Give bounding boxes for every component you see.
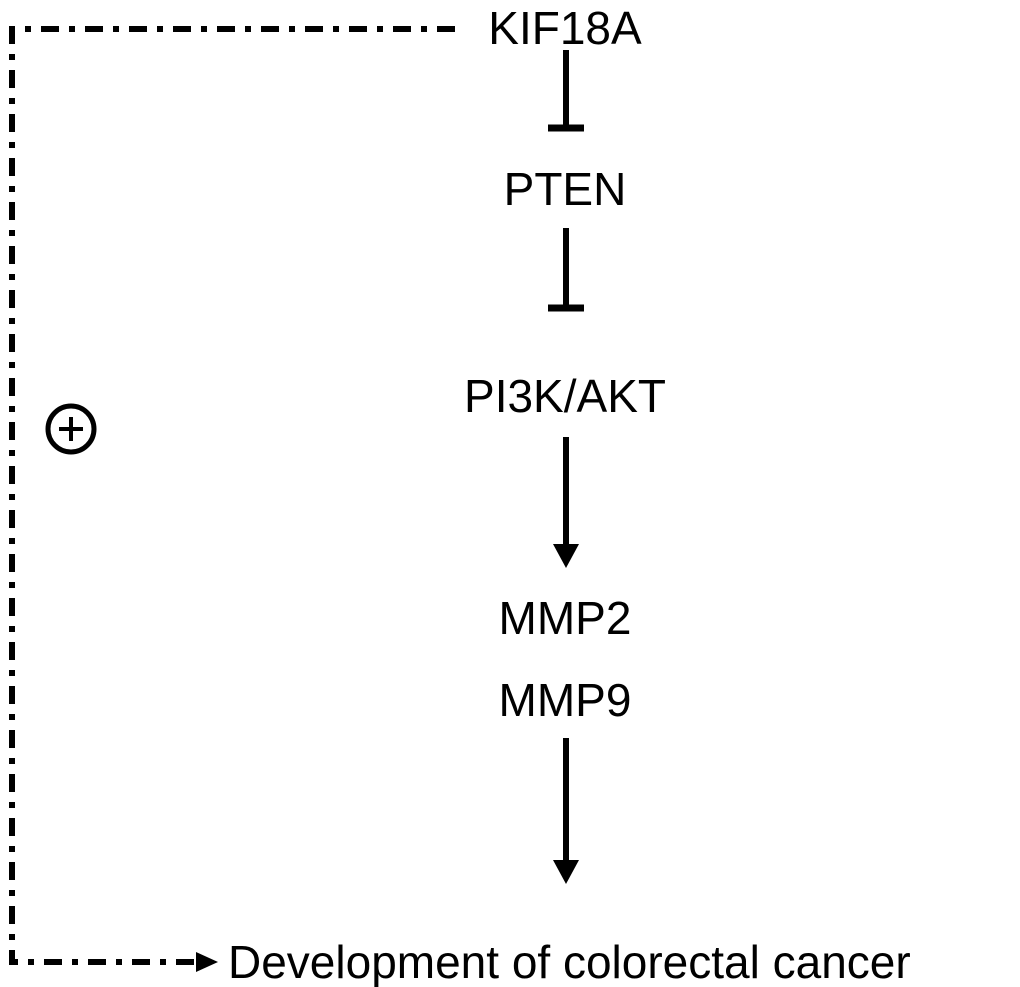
inhibition-edge-kif18a-pten bbox=[548, 50, 584, 132]
node-pi3k-akt: PI3K/AKT bbox=[464, 370, 666, 422]
node-mmp2: MMP2 bbox=[499, 592, 632, 644]
node-kif18a: KIF18A bbox=[488, 2, 642, 54]
positive-feedback-icon bbox=[45, 403, 97, 455]
node-mmp9: MMP9 bbox=[499, 674, 632, 726]
node-pten: PTEN bbox=[504, 163, 627, 215]
inhibition-edge-pten-pi3k bbox=[548, 228, 584, 312]
dashed-promotion-path bbox=[9, 26, 455, 972]
activation-arrow-pi3k-mmp bbox=[553, 437, 579, 568]
activation-arrow-mmp-outcome bbox=[553, 738, 579, 884]
node-outcome: Development of colorectal cancer bbox=[228, 936, 911, 987]
